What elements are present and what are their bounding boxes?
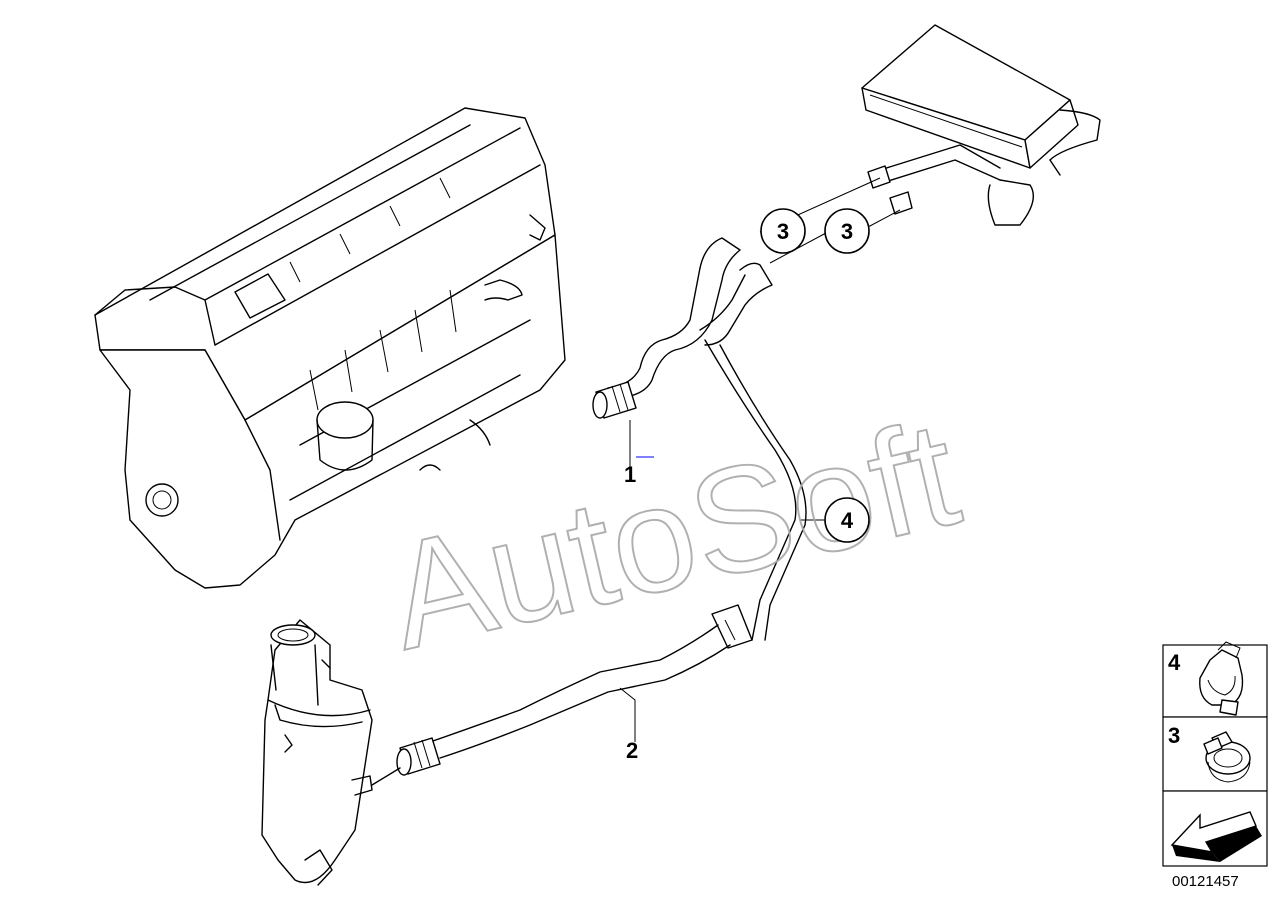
legend: 4 3 xyxy=(1162,641,1268,867)
callout-4: 4 xyxy=(824,497,870,543)
callout-1: 1 xyxy=(624,462,636,487)
watermark: AutoSoft xyxy=(373,387,973,682)
hose-4 xyxy=(704,339,807,649)
arrow-icon xyxy=(1170,811,1262,862)
hose-clamp-icon xyxy=(1199,641,1244,716)
svg-text:2: 2 xyxy=(626,738,638,763)
svg-text:4: 4 xyxy=(841,508,854,533)
hose-1 xyxy=(592,237,773,419)
callout-2: 2 xyxy=(626,738,638,763)
heater-core xyxy=(861,24,1101,226)
svg-text:1: 1 xyxy=(624,462,636,487)
svg-text:3: 3 xyxy=(841,219,853,244)
document-number: 00121457 xyxy=(1172,873,1239,890)
expansion-tank xyxy=(261,619,401,886)
svg-text:3: 3 xyxy=(777,219,789,244)
engine-block xyxy=(94,107,566,589)
spring-clamp-icon xyxy=(1203,731,1251,783)
svg-text:3: 3 xyxy=(1168,723,1180,748)
svg-text:4: 4 xyxy=(1168,650,1181,675)
hose-2 xyxy=(396,624,731,776)
callout-3-left: 3 xyxy=(760,208,806,254)
svg-text:AutoSoft: AutoSoft xyxy=(374,388,972,681)
callout-3-right: 3 xyxy=(824,208,870,254)
